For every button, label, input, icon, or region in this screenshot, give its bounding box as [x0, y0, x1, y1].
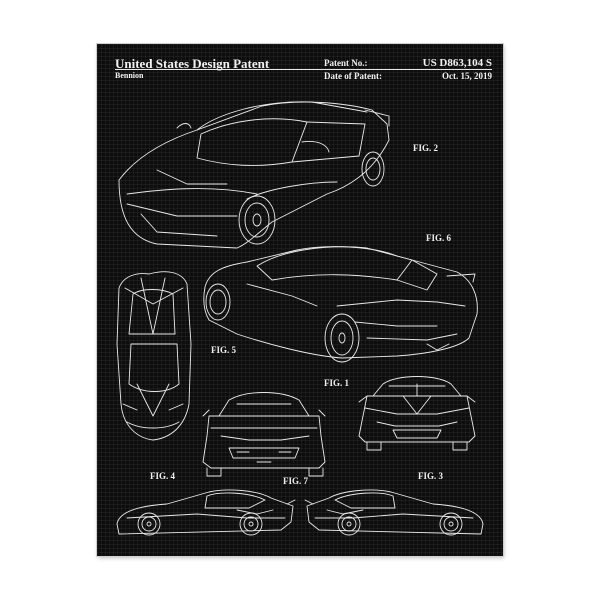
fig2-label: FIG. 2 [413, 143, 439, 153]
fig6-label: FIG. 6 [426, 233, 452, 243]
fig5-label: FIG. 5 [211, 345, 237, 355]
patent-number-label: Patent No.: [324, 58, 368, 68]
fig3-car-drawing [304, 489, 484, 536]
patent-title: United States Design Patent [115, 56, 270, 71]
fig3-label: FIG. 3 [418, 471, 444, 481]
fig7-car-drawing [202, 392, 326, 477]
fig4-label: FIG. 4 [150, 471, 176, 481]
fig6-car-drawing [203, 246, 478, 363]
header-rule [115, 69, 492, 70]
fig4-car-drawing [116, 489, 296, 536]
patent-date-value: Oct. 15, 2019 [442, 71, 492, 81]
fig2-car-drawing [118, 101, 390, 249]
patent-number-value: US D863,104 S [422, 57, 492, 69]
fig5-car-drawing [116, 271, 192, 441]
fig1-label: FIG. 1 [324, 378, 350, 388]
fig1-car-drawing [358, 376, 476, 451]
fig7-label: FIG. 7 [283, 476, 309, 486]
inventor-name: Bennion [115, 71, 144, 80]
patent-date-label: Date of Patent: [324, 71, 382, 81]
patent-poster: United States Design Patent Bennion Pate… [97, 44, 503, 556]
patent-drawings [116, 101, 484, 536]
